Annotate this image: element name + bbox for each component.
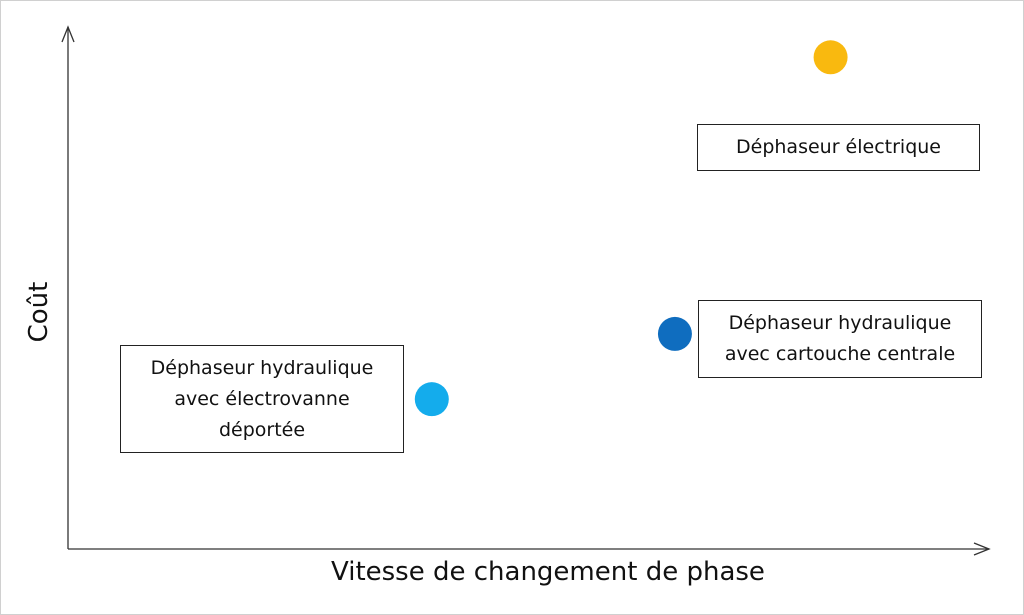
point-label-line: Déphaseur hydraulique (150, 356, 374, 379)
point-label-2: Déphaseur hydraulique avec électrovanne dé… (120, 345, 404, 453)
data-points (414, 40, 848, 417)
data-point-0 (813, 40, 848, 75)
point-label-text: Déphaseur électrique (736, 132, 941, 163)
y-axis-label: Coût (24, 281, 54, 343)
point-label-line: déportée (218, 418, 306, 441)
y-axis-arrowhead (61, 25, 75, 43)
point-label-1: Déphaseur hydraulique avec cartouche cent… (698, 300, 982, 378)
point-label-line: Déphaseur hydraulique (728, 312, 952, 334)
x-axis-label: Vitesse de changement de phase (331, 557, 765, 587)
point-label-line: Déphaseur électrique (736, 136, 941, 158)
point-label-text: Déphaseur hydraulique avec cartouche cent… (725, 308, 955, 370)
x-axis-arrowhead (973, 542, 991, 556)
point-label-0: Déphaseur électrique (697, 124, 980, 171)
data-point-2 (414, 382, 449, 417)
data-point-1 (657, 316, 692, 351)
point-label-line: avec électrovanne (174, 387, 350, 410)
point-label-line: avec cartouche centrale (724, 343, 956, 365)
point-label-text: Déphaseur hydraulique avec électrovanne dé… (151, 353, 374, 446)
